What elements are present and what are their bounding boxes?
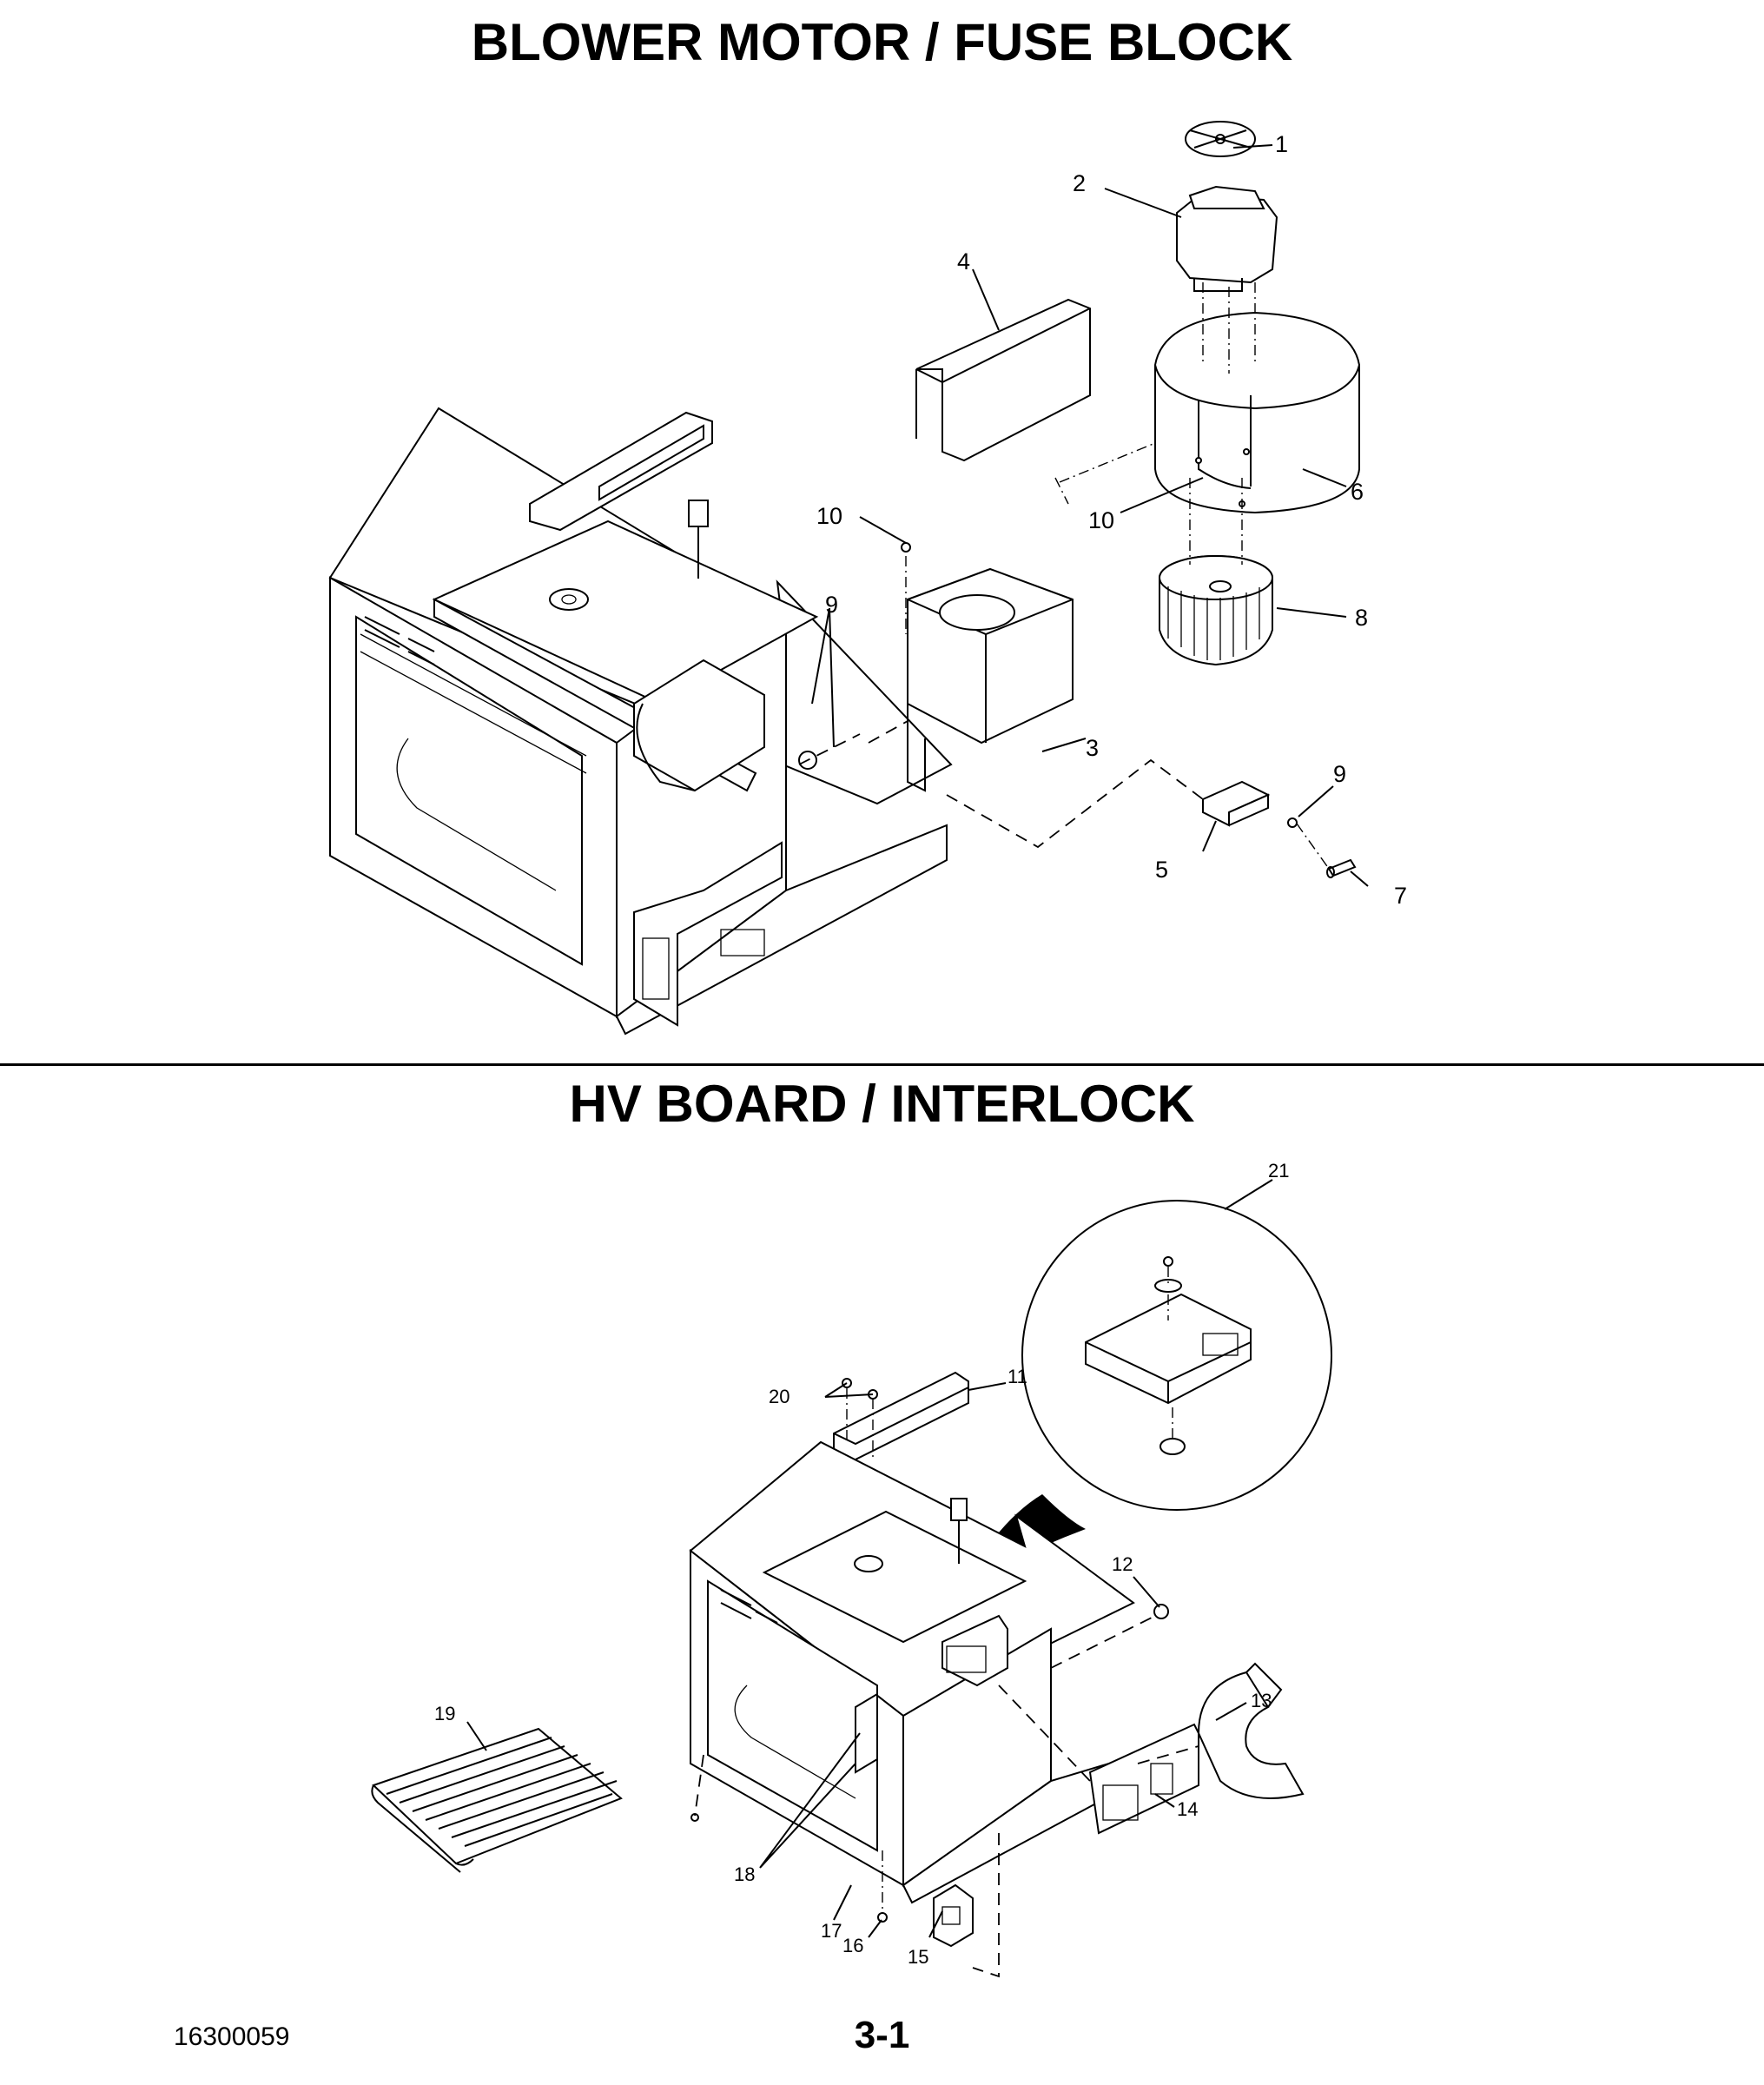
section-title-hv-board: HV BOARD / INTERLOCK: [569, 1075, 1195, 1133]
interlock-switch: [933, 1883, 974, 1948]
callout-10-duct-screw: 10: [816, 503, 842, 529]
assembly-lines-lower: [694, 1388, 1199, 1978]
callout-5: 5: [1155, 857, 1168, 883]
callout-15: 15: [908, 1946, 928, 1968]
callout-18: 18: [734, 1863, 755, 1885]
callout-9-chassis: 9: [825, 592, 838, 618]
assembly-lines: [798, 282, 1330, 870]
callout-3: 3: [1086, 735, 1099, 761]
bracket: [833, 1371, 969, 1474]
blower-cover: [915, 298, 1091, 462]
callout-6: 6: [1351, 479, 1364, 505]
detail-magnifier: [960, 1200, 1332, 1590]
stirrer-duct: [1197, 1662, 1305, 1799]
callout-9-fuse-screw: 9: [1333, 761, 1346, 787]
oven-chassis-lower: [689, 1440, 1139, 1904]
blower-wheel: [1159, 555, 1273, 666]
callout-21: 21: [1268, 1160, 1289, 1182]
callout-1: 1: [1275, 131, 1288, 157]
diagram-blower-motor-fuse-block: 1 2 3 4 5 6 7 8 9 9 10 10: [328, 121, 1407, 1036]
control-board: [1088, 1723, 1199, 1835]
callout-14: 14: [1177, 1798, 1198, 1820]
callout-16: 16: [842, 1935, 863, 1956]
blower-motor: [1176, 185, 1278, 292]
screws: [901, 448, 1298, 828]
oven-rack: [371, 1727, 623, 1873]
fan-blade: [1185, 121, 1256, 157]
callout-17: 17: [821, 1920, 842, 1942]
page-number: 3-1: [854, 2014, 910, 2056]
callout-11: 11: [1008, 1366, 1027, 1387]
callout-19: 19: [434, 1703, 455, 1724]
fuse-block: [1202, 780, 1271, 827]
callout-2: 2: [1073, 170, 1086, 196]
diagram-hv-board-interlock: 11 12 13 14 15 16 17 18 19 20 21: [371, 1160, 1332, 1978]
fuse: [1326, 858, 1357, 878]
leader-lines: [811, 144, 1369, 887]
section-title-blower-motor: BLOWER MOTOR / FUSE BLOCK: [471, 13, 1293, 71]
document-number: 16300059: [174, 2022, 290, 2051]
blower-housing-scroll: [1154, 311, 1360, 514]
callout-13: 13: [1251, 1690, 1272, 1711]
callout-7: 7: [1394, 883, 1407, 909]
blower-duct-housing: [907, 567, 1074, 792]
oven-chassis: [328, 407, 953, 1036]
section-divider: [0, 1063, 1764, 1066]
callout-8: 8: [1355, 605, 1368, 631]
callout-20: 20: [769, 1386, 790, 1407]
callout-10-housing-screw: 10: [1088, 507, 1114, 533]
callout-4: 4: [957, 248, 970, 275]
callout-12: 12: [1112, 1553, 1133, 1575]
leader-lines-lower: [466, 1179, 1273, 1938]
